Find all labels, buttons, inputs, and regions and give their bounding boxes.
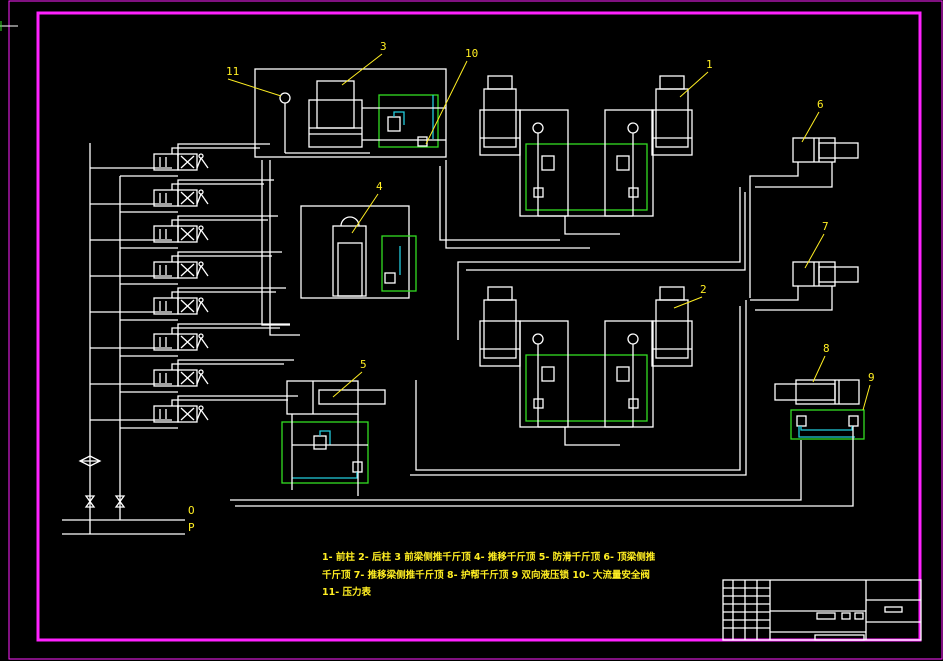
- callout-leader: [679, 71, 709, 98]
- leg-cap: [487, 286, 513, 301]
- outer-frame: [8, 0, 943, 660]
- callout-leader: [425, 60, 468, 145]
- leg-cap: [659, 286, 685, 301]
- callout-number: 6: [817, 98, 824, 111]
- directional-valve: [90, 143, 270, 177]
- port-label-return: O: [188, 504, 195, 517]
- leg-body: [655, 88, 689, 148]
- guard-jack-8: [230, 379, 865, 507]
- directional-valve: [90, 215, 278, 249]
- callout-number: 7: [822, 220, 829, 233]
- relief-valve-icon: [616, 366, 630, 382]
- inner-frame: [36, 11, 922, 642]
- callout-leader: [332, 371, 363, 398]
- callout-number: 1: [706, 58, 713, 71]
- pressure-gauge-icon: [532, 122, 544, 134]
- callout-leader: [341, 53, 383, 86]
- leg-cap: [487, 75, 513, 90]
- lock-valve-icon: [533, 187, 544, 198]
- callout-number: 9: [868, 371, 875, 384]
- lock-valve-icon: [533, 398, 544, 409]
- pressure-gauge-icon: [627, 333, 639, 345]
- callout-number: 10: [465, 47, 478, 60]
- lock-valve-icon: [628, 187, 639, 198]
- callout-leader: [227, 78, 282, 97]
- leg-base: [651, 320, 693, 367]
- pipe-runs: [261, 160, 747, 476]
- pressure-gauge-icon: [627, 122, 639, 134]
- front-beam-side-jack-3: [254, 68, 447, 158]
- directional-valve: [90, 179, 274, 213]
- front-leg-group-1: [479, 75, 693, 235]
- pressure-gauge-icon: [532, 333, 544, 345]
- callout-leader: [862, 384, 871, 411]
- callout-leader: [673, 296, 703, 309]
- directional-valve-bank: [90, 143, 298, 429]
- directional-valve: [90, 251, 282, 285]
- callout-leader: [812, 355, 826, 383]
- callout-number: 2: [700, 283, 707, 296]
- leg-body: [655, 299, 689, 359]
- leg-base: [479, 109, 521, 156]
- callout-leader: [801, 111, 820, 143]
- port-label-pressure: P: [188, 521, 195, 534]
- leg-cap: [659, 75, 685, 90]
- anti-slip-jack-5: [281, 380, 386, 496]
- callout-leader: [804, 233, 825, 269]
- legend-line-2: 千斤顶 7- 推移梁侧推千斤顶 8- 护帮千斤顶 9 双向液压锁 10- 大流量…: [322, 570, 650, 581]
- leg-base: [651, 109, 693, 156]
- leg-body: [483, 88, 517, 148]
- directional-valve: [90, 323, 290, 357]
- relief-valve-icon: [541, 155, 555, 171]
- push-beam-side-jack-7: [750, 261, 859, 311]
- callout-leader: [351, 193, 379, 234]
- valve-block: [525, 143, 648, 211]
- leg-body: [483, 299, 517, 359]
- valve-block: [525, 354, 648, 422]
- callout-number: 5: [360, 358, 367, 371]
- legend-line-1: 1- 前柱 2- 后柱 3 前梁侧推千斤顶 4- 推移千斤顶 5- 防滑千斤顶 …: [322, 552, 656, 563]
- callout-number: 8: [823, 342, 830, 355]
- canopy-side-jack-6: [749, 137, 859, 298]
- callout-number: 4: [376, 180, 383, 193]
- callout-number: 11: [226, 65, 239, 78]
- rear-leg-group-2: [479, 286, 693, 446]
- push-jack-4: [300, 205, 417, 299]
- lock-valve-icon: [628, 398, 639, 409]
- leg-base: [479, 320, 521, 367]
- callout-number: 3: [380, 40, 387, 53]
- relief-valve-icon: [541, 366, 555, 382]
- directional-valve: [90, 395, 298, 429]
- directional-valve: [90, 359, 294, 393]
- directional-valve: [90, 287, 286, 321]
- relief-valve-icon: [616, 155, 630, 171]
- legend-line-3: 11- 压力表: [322, 587, 371, 598]
- callout-leaders: 1 2 3 4 5 6 7 8 9 10 11: [226, 40, 875, 411]
